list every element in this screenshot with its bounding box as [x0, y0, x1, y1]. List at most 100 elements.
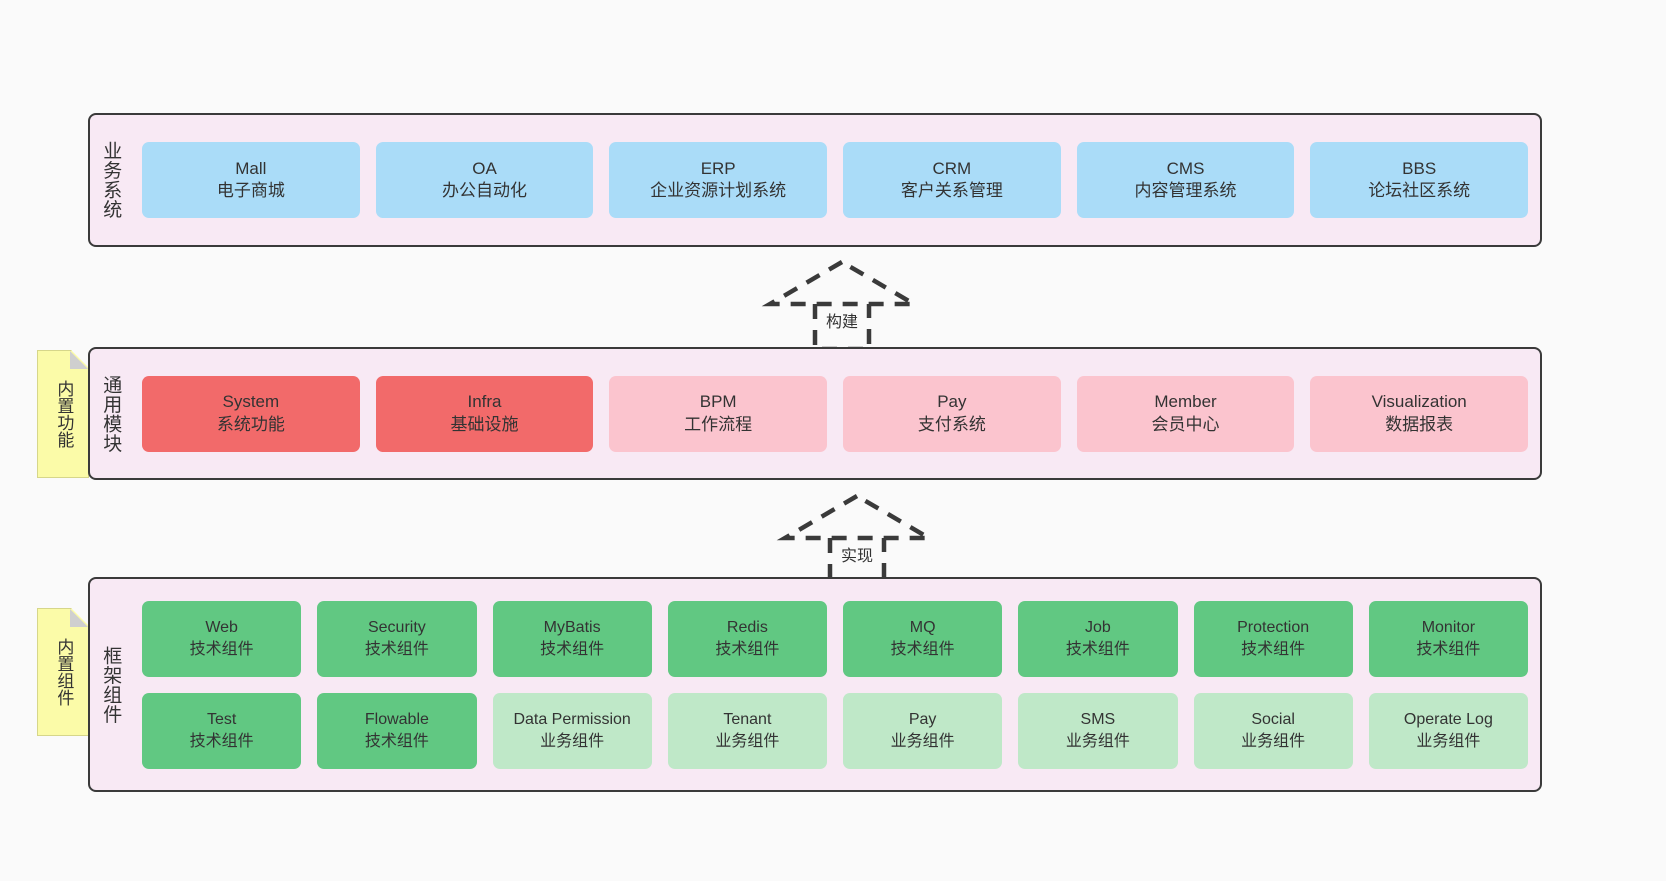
- framework-card-protection-en: Protection: [1237, 619, 1310, 637]
- connector-build-graphic: [761, 259, 923, 352]
- framework-card-security[interactable]: Security 技术组件: [317, 600, 477, 677]
- framework-card-security-cn: 技术组件: [364, 640, 429, 658]
- business-card-cms[interactable]: CMS 内容管理系统: [1076, 142, 1295, 218]
- framework-card-monitor[interactable]: Monitor 技术组件: [1368, 600, 1528, 677]
- connector-build-label: 构建: [825, 314, 859, 331]
- framework-card-mybatis-cn: 技术组件: [540, 640, 605, 658]
- framework-card-redis[interactable]: Redis 技术组件: [667, 600, 827, 677]
- framework-card-pay-en: Pay: [908, 711, 937, 729]
- framework-card-monitor-cn: 技术组件: [1416, 640, 1481, 658]
- framework-card-operate-log-en: Operate Log: [1403, 711, 1493, 729]
- common-card-member[interactable]: Member 会员中心: [1076, 375, 1295, 452]
- business-card-erp-en: ERP: [700, 158, 736, 178]
- note-builtin-function: 内置功能: [37, 350, 89, 478]
- framework-card-flowable-cn: 技术组件: [364, 732, 429, 750]
- framework-card-tenant-cn: 业务组件: [715, 732, 780, 750]
- business-card-oa[interactable]: OA 办公自动化: [375, 142, 594, 218]
- business-card-crm-cn: 客户关系管理: [900, 181, 1003, 200]
- common-card-bpm-cn: 工作流程: [684, 414, 753, 434]
- framework-card-monitor-en: Monitor: [1421, 619, 1476, 637]
- business-card-bbs-en: BBS: [1402, 158, 1437, 178]
- framework-card-protection[interactable]: Protection 技术组件: [1193, 600, 1353, 677]
- business-card-crm[interactable]: CRM 客户关系管理: [843, 142, 1061, 218]
- common-card-system-en: System: [222, 392, 280, 412]
- common-card-pay-en: Pay: [937, 392, 967, 412]
- connector-implement: 实现: [772, 490, 942, 586]
- connector-implement-graphic: [776, 493, 938, 586]
- framework-row-business: Test 技术组件 Flowable 技术组件 Data Permission …: [142, 692, 1528, 769]
- business-card-cms-en: CMS: [1166, 158, 1205, 178]
- framework-card-protection-cn: 技术组件: [1241, 640, 1306, 658]
- common-card-pay[interactable]: Pay 支付系统: [843, 375, 1061, 452]
- framework-card-operate-log[interactable]: Operate Log 业务组件: [1368, 692, 1528, 769]
- common-card-bpm-en: BPM: [699, 392, 737, 412]
- framework-card-sms[interactable]: SMS 业务组件: [1018, 692, 1178, 769]
- layer-framework-component-body: Web 技术组件 Security 技术组件 MyBatis 技术组件 Redi…: [130, 579, 1540, 790]
- framework-card-pay[interactable]: Pay 业务组件: [843, 692, 1003, 769]
- framework-card-data-permission-cn: 业务组件: [540, 732, 605, 750]
- framework-card-tenant-en: Tenant: [723, 711, 772, 729]
- framework-card-redis-en: Redis: [726, 619, 768, 637]
- note-builtin-function-label: 内置功能: [54, 380, 74, 448]
- framework-card-flowable[interactable]: Flowable 技术组件: [317, 692, 477, 769]
- layer-framework-component: 框架组件 Web 技术组件 Security 技术组件 MyBatis 技术组件…: [88, 577, 1542, 792]
- common-module-row: System 系统功能 Infra 基础设施 BPM 工作流程 Pay 支付系统…: [142, 375, 1529, 452]
- common-card-visualization-cn: 数据报表: [1385, 414, 1454, 434]
- framework-card-tenant[interactable]: Tenant 业务组件: [667, 692, 827, 769]
- layer-common-module-body: System 系统功能 Infra 基础设施 BPM 工作流程 Pay 支付系统…: [130, 349, 1540, 478]
- note-fold-icon: [70, 609, 88, 627]
- framework-card-job-en: Job: [1084, 619, 1111, 637]
- common-card-visualization[interactable]: Visualization 数据报表: [1310, 375, 1529, 452]
- note-fold-icon: [70, 351, 88, 369]
- common-card-bpm[interactable]: BPM 工作流程: [609, 375, 828, 452]
- business-card-oa-cn: 办公自动化: [442, 181, 527, 200]
- common-card-system[interactable]: System 系统功能: [142, 375, 360, 452]
- common-card-infra-cn: 基础设施: [450, 414, 519, 434]
- business-card-erp-cn: 企业资源计划系统: [650, 181, 787, 200]
- framework-card-job[interactable]: Job 技术组件: [1018, 600, 1178, 677]
- framework-card-sms-en: SMS: [1080, 711, 1116, 729]
- framework-card-flowable-en: Flowable: [364, 711, 429, 729]
- framework-card-mq[interactable]: MQ 技术组件: [843, 600, 1003, 677]
- framework-card-data-permission-en: Data Permission: [513, 711, 631, 729]
- framework-card-mybatis[interactable]: MyBatis 技术组件: [492, 600, 652, 677]
- note-builtin-component: 内置组件: [37, 608, 89, 736]
- framework-card-operate-log-cn: 业务组件: [1416, 732, 1481, 750]
- business-card-bbs[interactable]: BBS 论坛社区系统: [1310, 142, 1529, 218]
- framework-card-security-en: Security: [367, 619, 426, 637]
- common-card-visualization-en: Visualization: [1371, 392, 1467, 412]
- framework-card-data-permission[interactable]: Data Permission 业务组件: [492, 692, 652, 769]
- business-card-erp[interactable]: ERP 企业资源计划系统: [609, 142, 828, 218]
- business-card-crm-en: CRM: [932, 158, 972, 178]
- common-card-pay-cn: 支付系统: [917, 414, 986, 434]
- framework-card-social-cn: 业务组件: [1241, 732, 1306, 750]
- framework-card-mybatis-en: MyBatis: [543, 619, 601, 637]
- business-card-bbs-cn: 论坛社区系统: [1368, 181, 1471, 200]
- layer-business-system: 业务系统 Mall 电子商城 OA 办公自动化 ERP 企业资源计划系统 CRM: [88, 113, 1542, 247]
- business-card-mall-en: Mall: [235, 158, 267, 178]
- common-card-infra-en: Infra: [467, 392, 502, 412]
- business-card-cms-cn: 内容管理系统: [1134, 181, 1237, 200]
- layer-common-module: 通用模块 System 系统功能 Infra 基础设施 BPM 工作流程 Pay: [88, 347, 1542, 480]
- common-card-infra[interactable]: Infra 基础设施: [375, 375, 594, 452]
- layer-framework-component-title: 框架组件: [100, 645, 122, 724]
- common-card-member-cn: 会员中心: [1151, 414, 1220, 434]
- framework-card-sms-cn: 业务组件: [1065, 732, 1130, 750]
- framework-card-web-cn: 技术组件: [189, 640, 254, 658]
- business-card-mall[interactable]: Mall 电子商城: [142, 142, 360, 218]
- framework-card-test[interactable]: Test 技术组件: [142, 692, 302, 769]
- note-builtin-component-label: 内置组件: [54, 638, 74, 706]
- framework-card-social-en: Social: [1251, 711, 1295, 729]
- business-card-mall-cn: 电子商城: [216, 181, 285, 200]
- framework-card-redis-cn: 技术组件: [715, 640, 780, 658]
- common-card-member-en: Member: [1154, 392, 1217, 412]
- layer-common-module-title: 通用模块: [100, 374, 122, 453]
- framework-row-tech: Web 技术组件 Security 技术组件 MyBatis 技术组件 Redi…: [142, 600, 1528, 677]
- framework-card-test-cn: 技术组件: [189, 732, 254, 750]
- framework-card-social[interactable]: Social 业务组件: [1193, 692, 1353, 769]
- connector-implement-label: 实现: [840, 548, 874, 565]
- framework-card-test-en: Test: [206, 711, 237, 729]
- layer-business-system-title: 业务系统: [100, 141, 122, 219]
- framework-card-web[interactable]: Web 技术组件: [142, 600, 302, 677]
